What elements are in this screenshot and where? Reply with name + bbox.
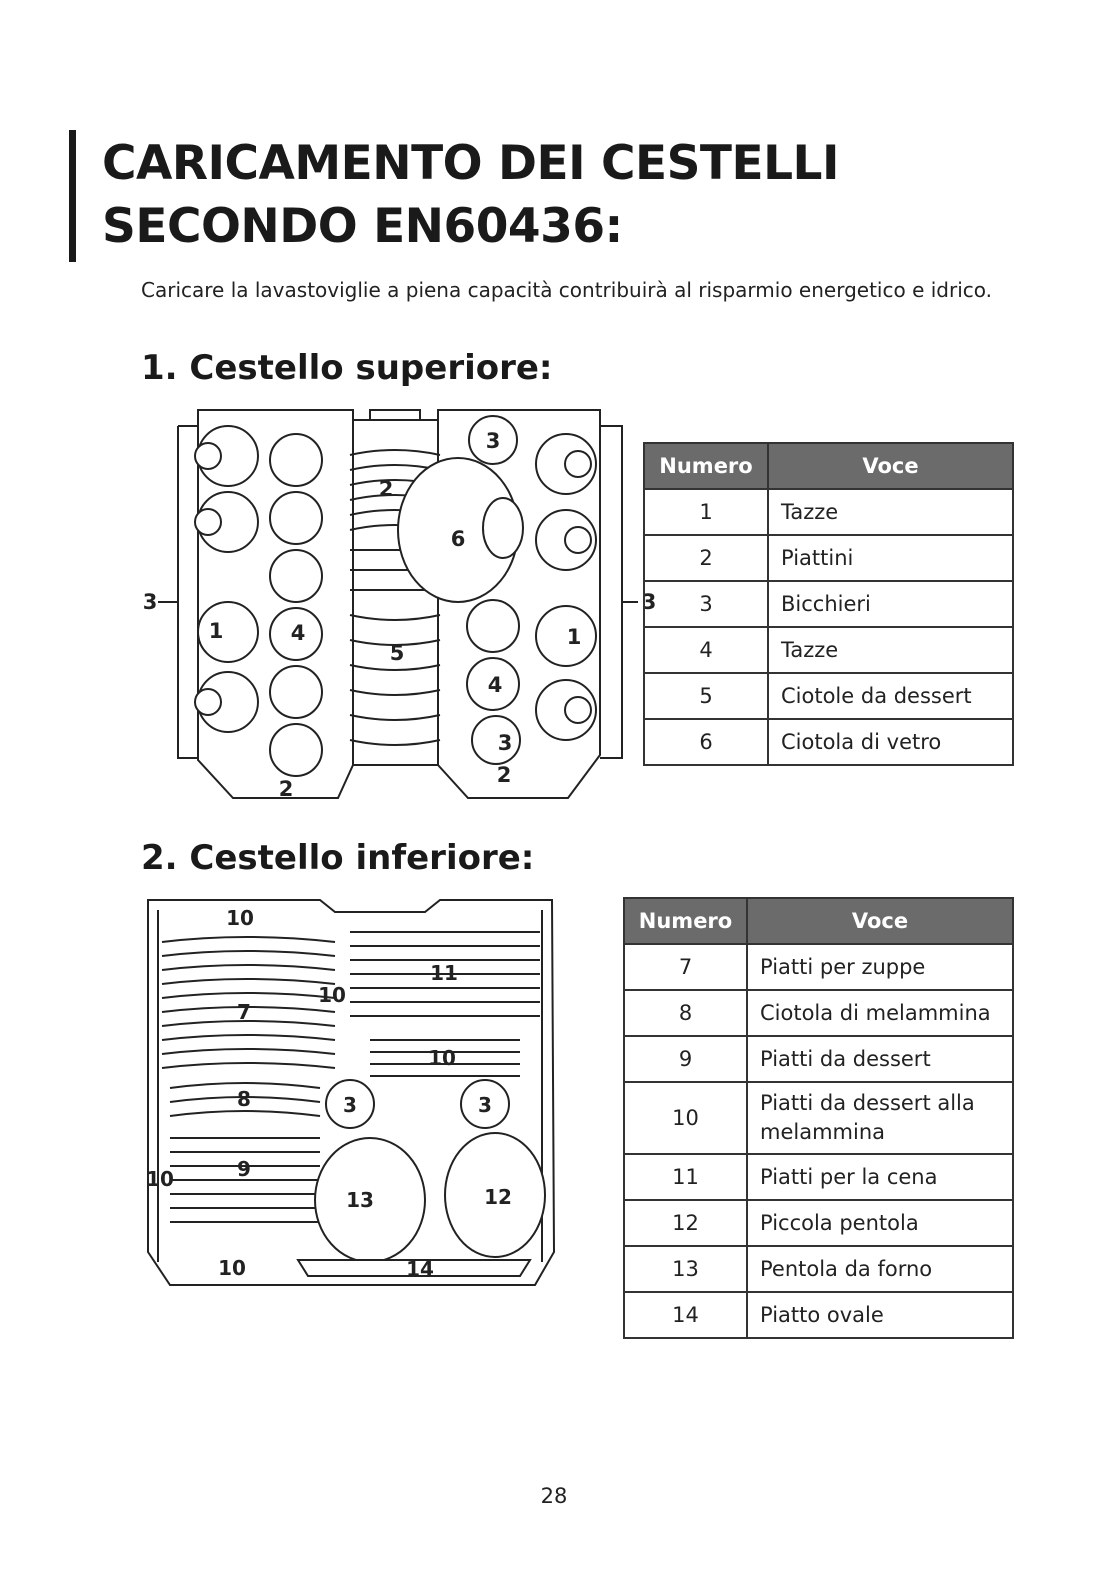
label-1b: 1 [567, 625, 582, 649]
row-number: 2 [644, 535, 768, 581]
col-numero: Numero [624, 898, 747, 944]
row-item: Ciotole da dessert [768, 673, 1013, 719]
label-6: 6 [451, 527, 466, 551]
row-item: Ciotola di melammina [747, 990, 1013, 1036]
row-number: 13 [624, 1246, 747, 1292]
label-8: 8 [237, 1087, 251, 1111]
title-line-1: CARICAMENTO DEI CESTELLI [102, 136, 839, 191]
label-3b: 3 [478, 1093, 492, 1117]
page-title: CARICAMENTO DEI CESTELLI SECONDO EN60436… [102, 132, 839, 258]
row-number: 9 [624, 1036, 747, 1082]
label-4b: 4 [488, 673, 503, 697]
label-5: 5 [390, 641, 405, 665]
label-12: 12 [484, 1185, 512, 1209]
upper-basket-diagram: 1 1 2 2 2 3 3 3 3 4 4 5 6 [138, 400, 658, 806]
cup-mid-3 [270, 550, 322, 602]
glass-right-2 [472, 716, 520, 764]
label-7: 7 [237, 1000, 251, 1024]
label-10b: 10 [318, 983, 346, 1007]
table-header-row: Numero Voce [644, 443, 1013, 489]
row-number: 4 [644, 627, 768, 673]
row-item: Piatti per zuppe [747, 944, 1013, 990]
row-item: Piatti per la cena [747, 1154, 1013, 1200]
row-number: 1 [644, 489, 768, 535]
col-voce: Voce [768, 443, 1013, 489]
row-number: 11 [624, 1154, 747, 1200]
row-item: Piatti da dessert alla melammina [747, 1082, 1013, 1154]
label-3a: 3 [343, 1093, 357, 1117]
label-10d: 10 [146, 1167, 174, 1191]
label-1a: 1 [209, 619, 224, 643]
label-2a: 2 [379, 477, 394, 501]
title-accent-bar [69, 130, 76, 262]
cup-mid-2 [270, 492, 322, 544]
row-item: Bicchieri [768, 581, 1013, 627]
row-number: 14 [624, 1292, 747, 1338]
label-2c: 2 [497, 763, 512, 787]
cup-mid-5 [270, 666, 322, 718]
row-item: Tazze [768, 627, 1013, 673]
row-number: 6 [644, 719, 768, 765]
upper-basket-heading: 1. Cestello superiore: [141, 348, 553, 388]
row-number: 5 [644, 673, 768, 719]
row-item: Piattini [768, 535, 1013, 581]
label-14: 14 [406, 1257, 434, 1281]
row-number: 3 [644, 581, 768, 627]
label-9: 9 [237, 1157, 251, 1181]
row-item: Tazze [768, 489, 1013, 535]
row-item: Piatti da dessert [747, 1036, 1013, 1082]
label-10e: 10 [218, 1256, 246, 1280]
page-number: 28 [0, 1484, 1108, 1508]
row-number: 7 [624, 944, 747, 990]
label-10c: 10 [428, 1046, 456, 1070]
title-line-2: SECONDO EN60436: [102, 199, 623, 254]
label-13: 13 [346, 1188, 374, 1212]
lower-basket-heading: 2. Cestello inferiore: [141, 838, 534, 878]
row-item: Piatto ovale [747, 1292, 1013, 1338]
cup-mid-6 [270, 724, 322, 776]
row-item: Piccola pentola [747, 1200, 1013, 1246]
cup-mid-1 [270, 434, 322, 486]
label-2b: 2 [279, 777, 294, 801]
label-3a: 3 [486, 429, 501, 453]
row-number: 10 [624, 1082, 747, 1154]
col-voce: Voce [747, 898, 1013, 944]
label-10a: 10 [226, 906, 254, 930]
row-number: 8 [624, 990, 747, 1036]
table-header-row: Numero Voce [624, 898, 1013, 944]
intro-text: Caricare la lavastoviglie a piena capaci… [141, 278, 992, 302]
label-4a: 4 [291, 621, 306, 645]
col-numero: Numero [644, 443, 768, 489]
lower-basket-diagram: 10 10 10 10 10 11 7 8 9 3 3 13 12 14 [140, 892, 562, 1292]
row-item: Ciotola di vetro [768, 719, 1013, 765]
label-3b: 3 [498, 731, 513, 755]
row-number: 12 [624, 1200, 747, 1246]
label-3-left: 3 [143, 590, 158, 614]
cup-right-mid-1 [467, 600, 519, 652]
label-11: 11 [430, 961, 458, 985]
row-item: Pentola da forno [747, 1246, 1013, 1292]
cup-left-3 [198, 602, 258, 662]
